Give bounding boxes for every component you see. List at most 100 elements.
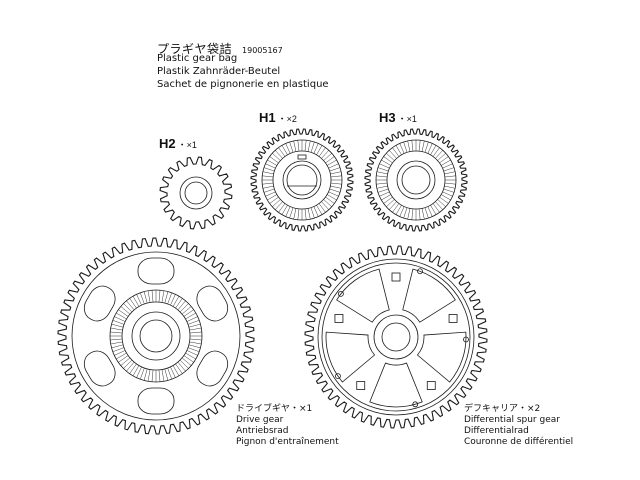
gear-spoke bbox=[136, 294, 142, 306]
gear-spoke bbox=[376, 185, 388, 189]
gear-hole bbox=[463, 336, 469, 343]
gear-hole bbox=[412, 401, 419, 408]
gear-spoke bbox=[386, 199, 395, 207]
gear-spoke bbox=[440, 159, 451, 166]
gear-spoke bbox=[407, 140, 411, 152]
gear-spoke bbox=[432, 147, 440, 157]
gear-spoke bbox=[272, 199, 281, 207]
gear-spoke bbox=[432, 203, 440, 213]
gear-spoke bbox=[189, 331, 202, 334]
gear-spoke bbox=[399, 206, 405, 217]
gear-window bbox=[137, 387, 175, 415]
gear-spoke bbox=[175, 363, 183, 374]
gear-spoke bbox=[330, 185, 342, 189]
gear-spoke bbox=[421, 208, 425, 220]
gear-spoke bbox=[167, 292, 172, 305]
gear-spoke bbox=[186, 350, 198, 356]
gear-spoke bbox=[132, 296, 140, 307]
gear-spoke bbox=[187, 347, 200, 352]
gear-spoke bbox=[392, 203, 400, 213]
bag-line-fr: Sachet de pignonerie en plastique bbox=[157, 79, 329, 90]
gear-spoke bbox=[267, 159, 278, 166]
gear-window bbox=[83, 350, 116, 387]
gear-spoke bbox=[323, 199, 332, 207]
gear-spoke bbox=[175, 298, 183, 309]
gear-spoke bbox=[437, 199, 446, 207]
gear-spoke bbox=[330, 182, 342, 185]
gear-spoke bbox=[443, 167, 455, 172]
gear-spoke bbox=[140, 367, 145, 380]
gear-notch bbox=[448, 314, 458, 323]
gear-spoke bbox=[172, 365, 180, 376]
gear-spoke bbox=[379, 191, 390, 197]
drive-gear-de: Antriebsrad bbox=[236, 426, 289, 436]
h3-label-text: H3 bbox=[379, 110, 396, 125]
diff-gear-de: Differentialrad bbox=[464, 426, 529, 436]
gear-spoke bbox=[132, 365, 140, 376]
gear-spoke bbox=[262, 182, 274, 185]
bag-line-de: Plastik Zahnräder-Beutel bbox=[157, 66, 281, 77]
diff-gear-caption: デフキャリア・×2 Differential spur gear Differe… bbox=[464, 404, 573, 448]
gear-spoke bbox=[123, 359, 133, 369]
gear-spoke bbox=[111, 323, 124, 328]
gear-hole bbox=[337, 290, 344, 297]
gear-window bbox=[137, 257, 175, 285]
gear-spoke bbox=[188, 323, 201, 328]
gear-notch bbox=[426, 381, 436, 390]
gear-spoke bbox=[389, 201, 397, 210]
gear-notch bbox=[334, 314, 344, 323]
gear-spoke bbox=[424, 141, 429, 153]
gear-spoke bbox=[186, 316, 198, 322]
gear-notch bbox=[391, 272, 401, 282]
gear-spoke bbox=[151, 369, 154, 382]
gear-spoke bbox=[262, 171, 274, 175]
gear-spoke bbox=[116, 352, 127, 360]
gear-spoke bbox=[170, 294, 176, 306]
gear-spoke bbox=[318, 147, 326, 157]
gear-spoke bbox=[418, 208, 421, 220]
gear-spoke bbox=[143, 291, 148, 304]
gear-spoke bbox=[297, 140, 300, 152]
h1-qty: ・×2 bbox=[277, 114, 297, 124]
h1-label: H1・×2 bbox=[259, 110, 297, 125]
diff-gear-en: Differential spur gear bbox=[464, 415, 560, 425]
gear-spoke bbox=[140, 292, 145, 305]
gear-window bbox=[196, 285, 229, 322]
gear-spoke bbox=[116, 312, 127, 320]
gear-spoke bbox=[181, 306, 192, 315]
gear-spoke bbox=[185, 312, 196, 320]
gear-spoke bbox=[189, 341, 202, 345]
gear-spoke bbox=[177, 300, 186, 311]
gear-spoke bbox=[439, 196, 449, 204]
gear-spoke bbox=[318, 203, 326, 213]
gear-spoke bbox=[147, 369, 151, 382]
gear-spoke bbox=[281, 145, 288, 156]
gear-spoke bbox=[187, 320, 200, 325]
h2-qty: ・×1 bbox=[177, 140, 197, 150]
gear-spoke bbox=[181, 357, 192, 366]
gear-spoke bbox=[439, 156, 449, 164]
gear-spoke bbox=[147, 290, 151, 303]
gear-spoke bbox=[442, 191, 453, 197]
gear-spoke bbox=[379, 163, 390, 169]
gear-spoke bbox=[118, 355, 129, 363]
gear-spoke bbox=[377, 167, 389, 172]
gear-hole bbox=[335, 373, 341, 379]
gear-spoke bbox=[262, 175, 274, 178]
gear-spoke bbox=[111, 344, 124, 349]
gear-spoke bbox=[275, 201, 283, 210]
gear-spoke bbox=[126, 361, 135, 372]
bag-description: Plastic gear bag Plastik Zahnräder-Beute… bbox=[157, 52, 329, 91]
gear-spoke bbox=[114, 350, 126, 356]
gear-spoke bbox=[330, 175, 342, 178]
gear-spoke bbox=[278, 147, 286, 157]
gear-spoke bbox=[263, 188, 275, 193]
gear-spoke bbox=[297, 208, 300, 220]
gear-spoke bbox=[179, 303, 189, 313]
gear-spoke bbox=[262, 185, 274, 189]
drive-gear-title: ドライブギヤ・×1 bbox=[236, 404, 313, 414]
gear-spoke bbox=[383, 156, 393, 164]
gear-spoke bbox=[424, 207, 429, 219]
gear-spoke bbox=[265, 163, 276, 169]
gear-spoke bbox=[418, 140, 421, 152]
